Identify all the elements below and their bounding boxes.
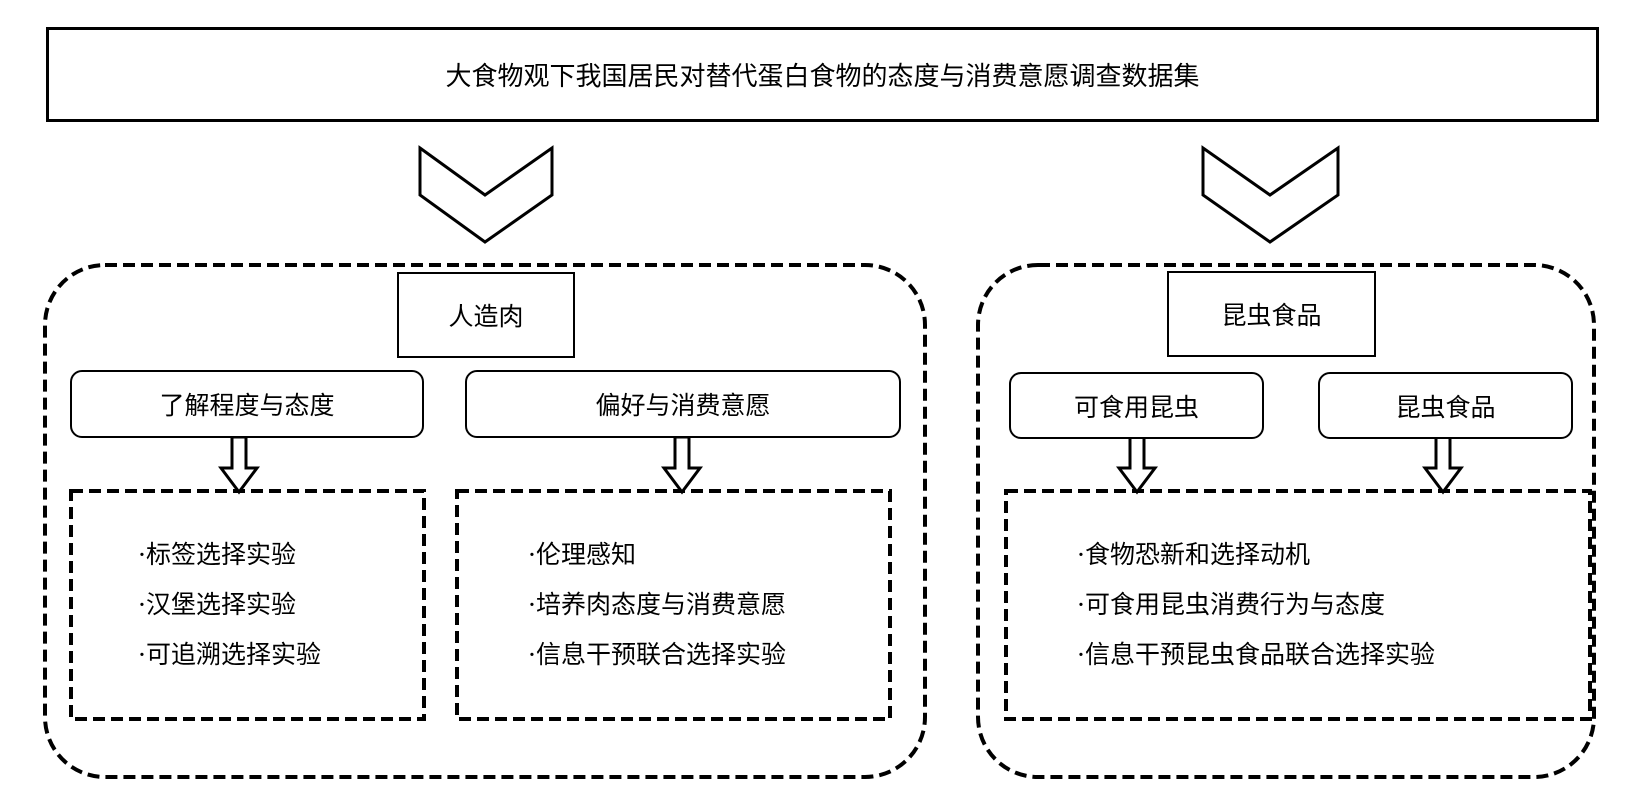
item-list-3: ·食物恐新和选择动机 ·可食用昆虫消费行为与态度 ·信息干预昆虫食品联合选择实验 [1077, 491, 1577, 719]
list-container-3 [1004, 489, 1592, 721]
chevron-down-icon [418, 145, 554, 244]
subcategory-understanding-attitude: 了解程度与态度 [70, 370, 424, 438]
list-item: ·食物恐新和选择动机 [1077, 540, 1310, 569]
group-container-artificial-meat [43, 263, 927, 779]
list-item: ·培养肉态度与消费意愿 [528, 590, 786, 619]
list-item: ·信息干预联合选择实验 [528, 640, 786, 669]
subcategory-preference-willingness: 偏好与消费意愿 [465, 370, 901, 438]
subcategory-label: 可食用昆虫 [1073, 392, 1199, 422]
group-container-insect-food [976, 263, 1596, 779]
dataset-title: 大食物观下我国居民对替代蛋白食物的态度与消费意愿调查数据集 [46, 27, 1599, 122]
list-item: ·可追溯选择实验 [138, 640, 321, 669]
list-item: ·标签选择实验 [138, 540, 296, 569]
list-item: ·可食用昆虫消费行为与态度 [1077, 590, 1385, 619]
subcategory-insect-food: 昆虫食品 [1318, 372, 1573, 439]
arrow-down-icon [1116, 435, 1158, 495]
subcategory-label: 了解程度与态度 [159, 391, 335, 420]
list-item: ·汉堡选择实验 [138, 590, 296, 619]
group-heading-text: 昆虫食品 [1221, 301, 1322, 330]
subcategory-edible-insects: 可食用昆虫 [1009, 372, 1264, 439]
dataset-title-text: 大食物观下我国居民对替代蛋白食物的态度与消费意愿调查数据集 [445, 62, 1200, 92]
arrow-down-icon [1422, 435, 1464, 495]
list-item: ·伦理感知 [528, 540, 636, 569]
group-heading-text: 人造肉 [448, 302, 524, 331]
list-container-1 [69, 489, 426, 721]
arrow-down-icon [661, 435, 703, 495]
subcategory-label: 偏好与消费意愿 [595, 391, 771, 420]
arrow-down-icon [218, 435, 260, 495]
item-list-1: ·标签选择实验 ·汉堡选择实验 ·可追溯选择实验 [138, 491, 418, 719]
group-heading-artificial-meat: 人造肉 [397, 272, 575, 358]
chevron-down-icon [1201, 145, 1340, 244]
list-container-2 [455, 489, 892, 721]
group-heading-insect-food: 昆虫食品 [1167, 271, 1376, 357]
item-list-2: ·伦理感知 ·培养肉态度与消费意愿 ·信息干预联合选择实验 [528, 491, 883, 719]
subcategory-label: 昆虫食品 [1395, 392, 1496, 422]
list-item: ·信息干预昆虫食品联合选择实验 [1077, 640, 1435, 669]
